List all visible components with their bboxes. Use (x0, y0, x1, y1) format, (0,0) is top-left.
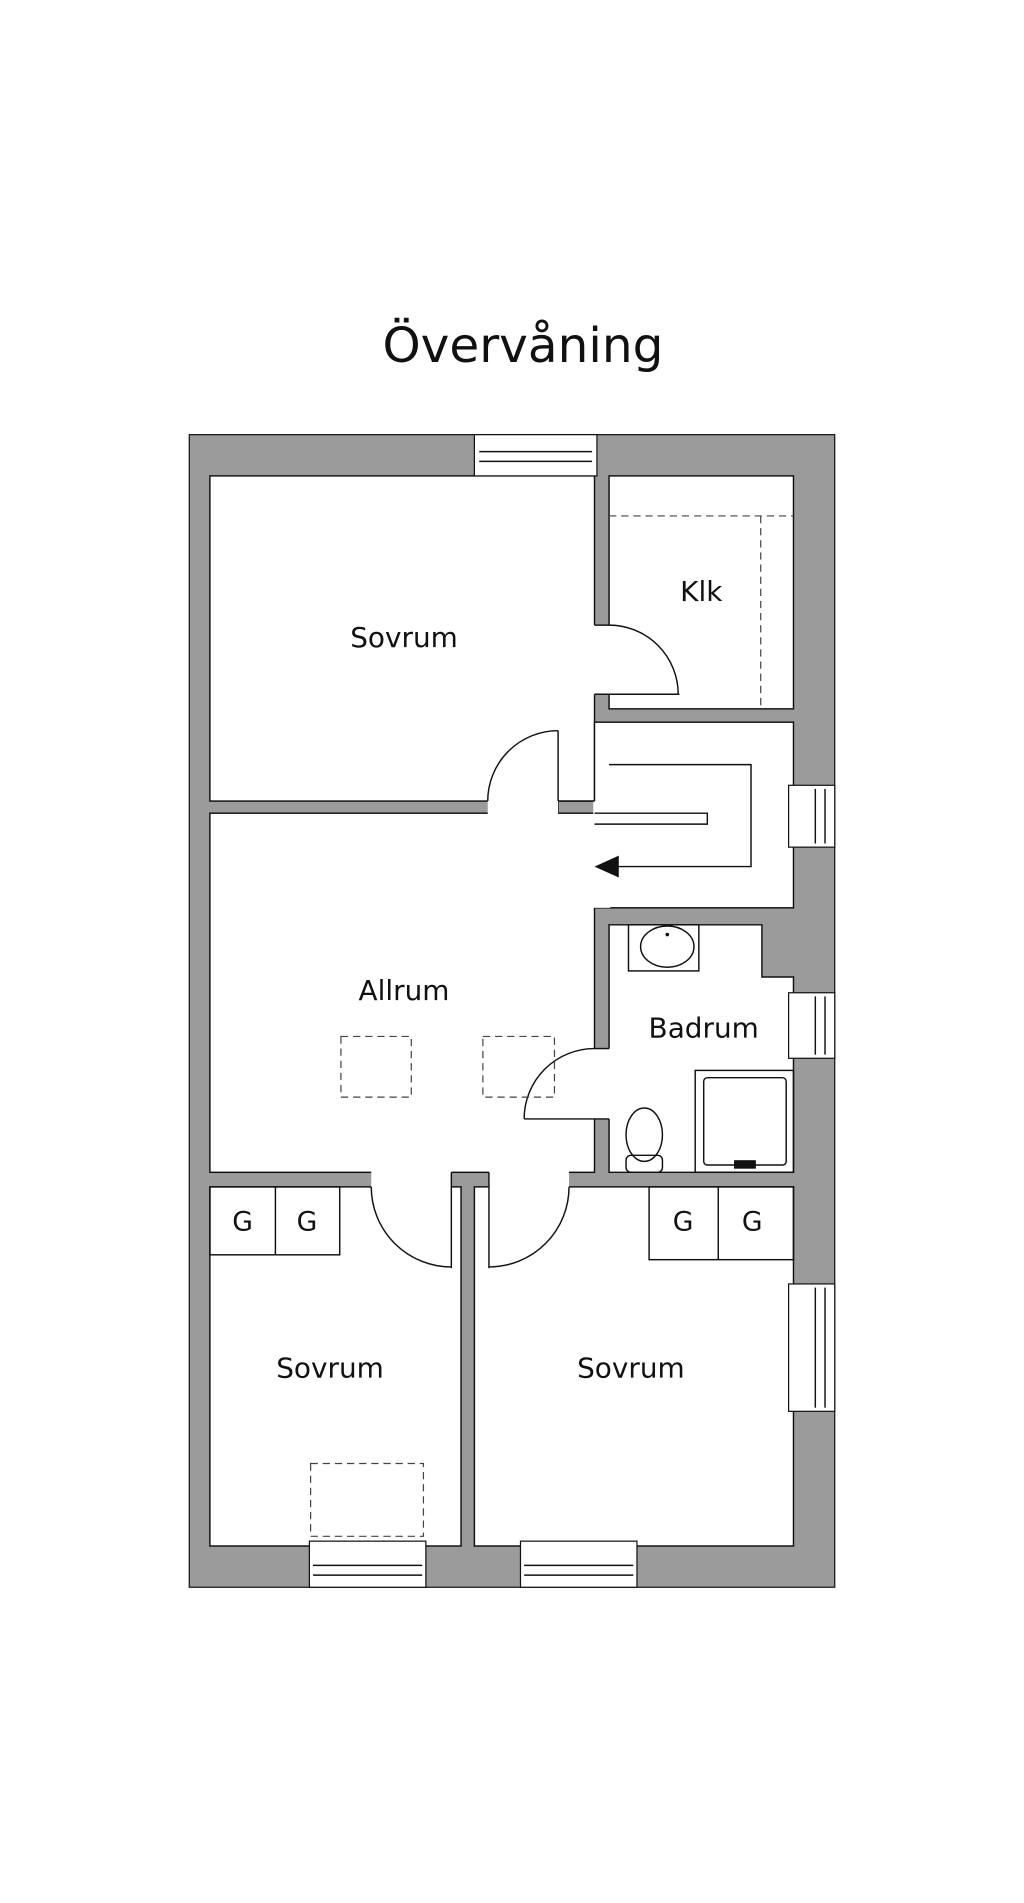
skylight (340, 1035, 412, 1098)
sink-icon (627, 924, 700, 972)
room-sovrum-top (209, 475, 596, 802)
door-badrum[interactable] (523, 1047, 612, 1120)
svg-text:G: G (673, 1207, 694, 1238)
window-bottom-right (519, 1540, 638, 1588)
door-sovrum-top[interactable] (487, 729, 559, 816)
label-badrum: Badrum (649, 1012, 759, 1045)
svg-text:G: G (232, 1207, 253, 1238)
svg-text:G: G (297, 1207, 318, 1238)
label-sovrum-top: Sovrum (350, 621, 458, 654)
label-sovrum-bottom-left: Sovrum (276, 1351, 384, 1384)
room-badrum (608, 924, 795, 1174)
door-klk[interactable] (592, 624, 680, 696)
toilet-icon (625, 1107, 664, 1174)
wardrobe-bottom-right: G G (648, 1186, 795, 1261)
window-top (473, 434, 598, 477)
stair-opening (593, 801, 611, 908)
window-bottom-left (308, 1540, 427, 1588)
label-klk: Klk (680, 575, 723, 608)
room-allrum (209, 812, 596, 1174)
door-sovrum-bottom-left[interactable] (370, 1169, 453, 1269)
room-klk (608, 475, 795, 710)
window-badrum (788, 992, 836, 1059)
wardrobe-bottom-left: G G (209, 1186, 341, 1256)
room-sovrum-bottom-right (473, 1186, 795, 1547)
room-sovrum-bottom-left (209, 1186, 462, 1547)
window-sovrum-right (788, 1283, 836, 1412)
shower-icon (694, 1069, 795, 1174)
svg-text:G: G (742, 1207, 763, 1238)
stairwell (593, 721, 795, 909)
door-sovrum-bottom-right[interactable] (488, 1169, 570, 1269)
arrow-icon (594, 855, 619, 878)
label-sovrum-bottom-right: Sovrum (577, 1351, 685, 1384)
staircase (594, 763, 752, 878)
klk-slope-line (609, 515, 794, 709)
skylight (309, 1462, 425, 1537)
floor-title: Övervåning (382, 318, 663, 374)
skylight (482, 1035, 556, 1098)
label-allrum: Allrum (359, 974, 450, 1007)
window-stair (788, 784, 836, 848)
